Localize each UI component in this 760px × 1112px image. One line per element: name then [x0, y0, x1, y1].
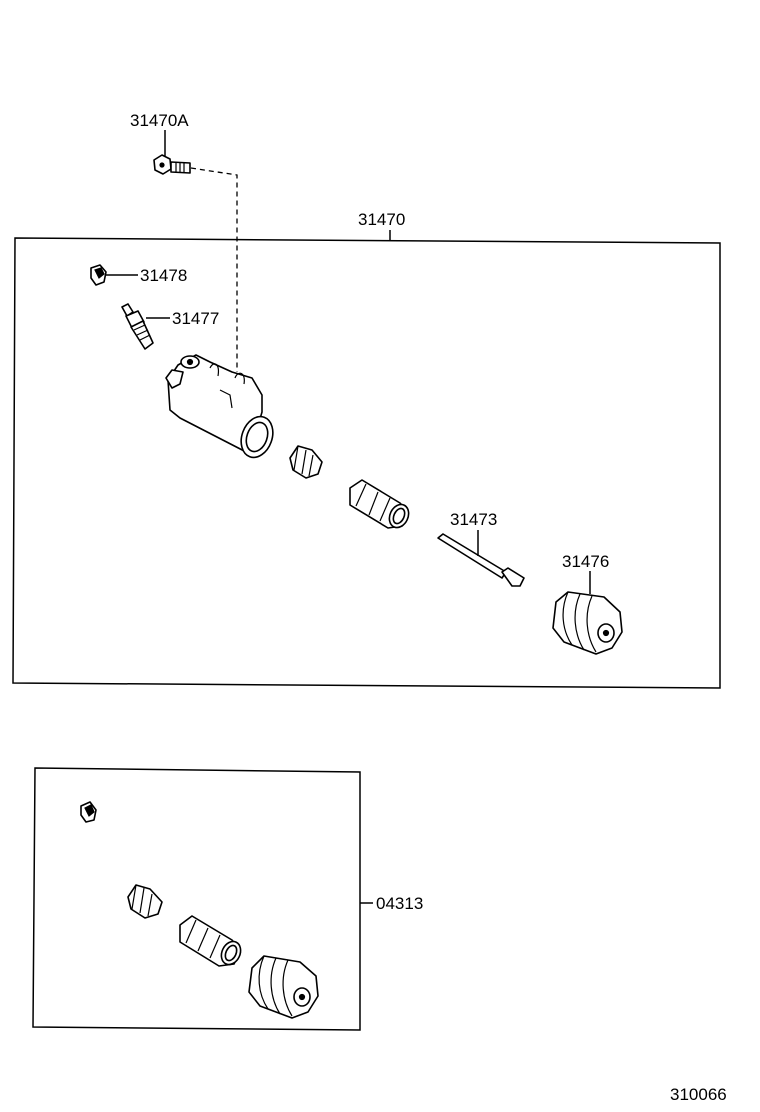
diagram-code: 310066 [670, 1085, 727, 1104]
label-31473[interactable]: 31473 [450, 510, 497, 529]
label-31478[interactable]: 31478 [140, 266, 187, 285]
bolt-part[interactable] [153, 154, 191, 175]
cup-seal-part[interactable] [289, 445, 323, 479]
label-31477[interactable]: 31477 [172, 309, 219, 328]
label-31470A[interactable]: 31470A [130, 111, 189, 130]
piston-part[interactable] [349, 479, 412, 531]
label-04313[interactable]: 04313 [376, 894, 423, 913]
bleeder-cap-part[interactable] [90, 264, 107, 286]
kit-piston-part[interactable] [179, 915, 244, 968]
assembly-frame [12, 237, 721, 689]
bleeder-plug-part[interactable] [121, 303, 154, 350]
kit-cup-seal-part[interactable] [127, 884, 163, 919]
boot-part[interactable] [552, 591, 623, 655]
cylinder-body-part[interactable] [165, 354, 278, 462]
push-rod-part[interactable] [437, 533, 525, 587]
label-31476[interactable]: 31476 [562, 552, 609, 571]
kit-bleeder-cap-part[interactable] [80, 801, 97, 823]
bolt-dashed-line [190, 167, 238, 372]
label-31470[interactable]: 31470 [358, 210, 405, 229]
kit-boot-part[interactable] [248, 955, 319, 1019]
kit-frame [32, 767, 361, 1031]
